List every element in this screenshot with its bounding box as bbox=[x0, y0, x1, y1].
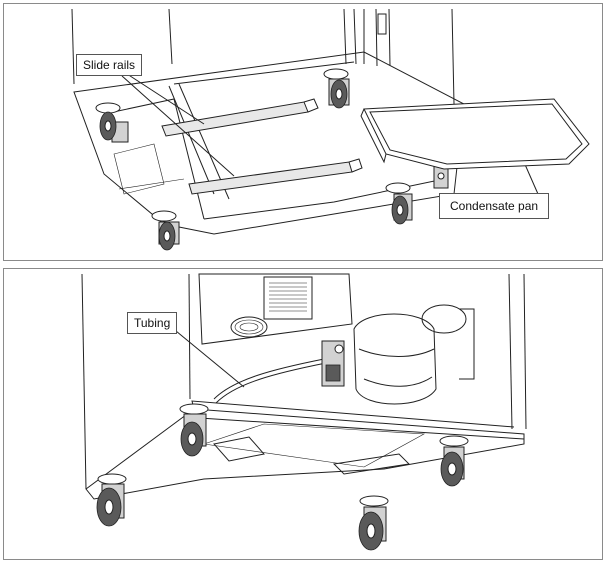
slide-rail-lower bbox=[188, 161, 353, 195]
valve-assembly bbox=[321, 340, 345, 387]
caster-rear-right bbox=[439, 435, 469, 487]
caster-rear-right bbox=[385, 182, 413, 225]
unit-base-drawing-top bbox=[71, 8, 590, 251]
callout-tubing: Tubing bbox=[127, 312, 178, 334]
caster-rear-left bbox=[179, 403, 209, 457]
caster-rear-left bbox=[323, 68, 350, 109]
caster-front-left bbox=[95, 102, 129, 143]
caster-front-right bbox=[358, 495, 389, 551]
fan-grill bbox=[230, 316, 268, 338]
warning-label bbox=[263, 276, 313, 320]
callout-condensate-pan: Condensate pan bbox=[439, 193, 550, 219]
caster-front-left bbox=[96, 473, 127, 527]
tubing-line bbox=[213, 358, 325, 400]
compressor bbox=[353, 313, 437, 405]
figure-slide-rails-condensate-pan: Slide rails Condensate pan bbox=[3, 3, 603, 261]
condensate-pan bbox=[360, 98, 590, 170]
unit-base-drawing-bottom bbox=[81, 273, 527, 551]
figure-tubing: Tubing bbox=[3, 268, 603, 560]
caster-front-right bbox=[151, 210, 180, 251]
callout-slide-rails: Slide rails bbox=[76, 54, 143, 76]
